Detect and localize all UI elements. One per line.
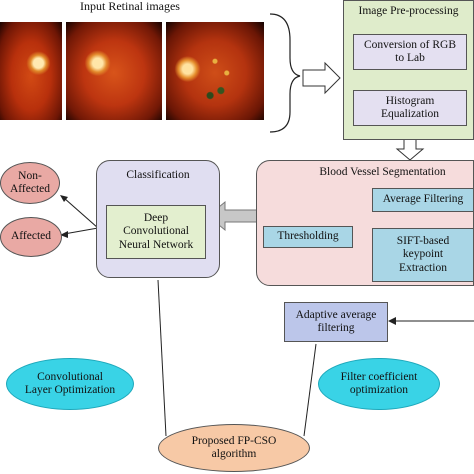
link-classification-to-algorithm — [157, 279, 167, 437]
adaptive-filter-box: Adaptive average filtering — [284, 302, 388, 342]
link-adaptive-filter-to-algorithm — [303, 343, 317, 437]
histogram-equalization-step: Histogram Equalization — [353, 90, 467, 126]
classification-title: Classification — [126, 169, 190, 182]
retinal-image-2 — [66, 22, 162, 120]
arrow-to-preprocessing — [302, 61, 341, 95]
dcnn-box: Deep Convolutional Neural Network — [106, 205, 206, 259]
conv-layer-optimization: Convolutional Layer Optimization — [6, 358, 134, 410]
segmentation-title: Blood Vessel Segmentation — [319, 166, 446, 179]
sift-extraction-box: SIFT-based keypoint Extraction — [372, 228, 474, 282]
average-filtering-box: Average Filtering — [372, 188, 474, 212]
rgb-to-lab-step: Conversion of RGB to Lab — [353, 34, 467, 70]
non-affected-output: Non-Affected — [0, 162, 60, 204]
arrow-to-affected — [63, 227, 99, 235]
affected-output: Affected — [0, 217, 62, 257]
input-images-label: Input Retinal images — [80, 0, 180, 13]
arrow-to-non-affected — [63, 197, 99, 229]
fp-cso-algorithm: Proposed FP-CSO algorithm — [158, 424, 310, 472]
retinal-image-3 — [166, 22, 264, 120]
grouping-brace — [269, 13, 301, 133]
retinal-image-1 — [0, 22, 62, 120]
thresholding-box: Thresholding — [263, 226, 353, 248]
arrow-to-segmentation — [395, 137, 425, 161]
preprocessing-title: Image Pre-processing — [358, 5, 459, 18]
filter-coef-optimization: Filter coefficient optimization — [318, 358, 440, 410]
